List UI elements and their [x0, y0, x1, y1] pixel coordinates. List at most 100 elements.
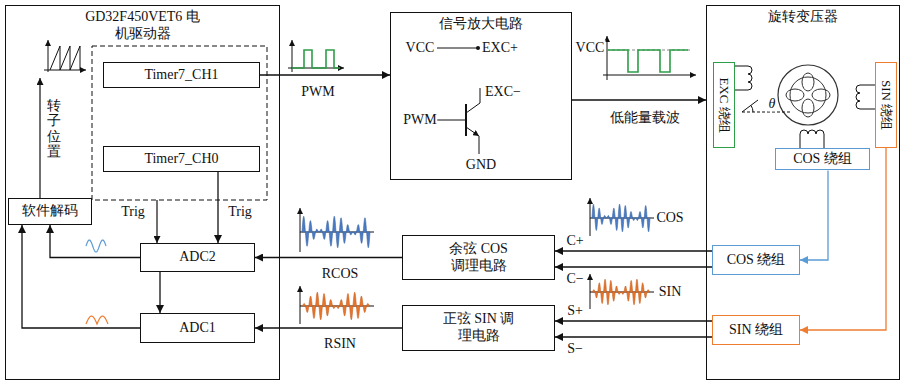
- signal-label: Trig: [226, 204, 254, 219]
- emitter-wire: [479, 136, 480, 154]
- pin-label: EXC+: [481, 40, 519, 55]
- winding-box: EXC 绕组: [713, 62, 735, 148]
- angle-line: [742, 100, 758, 112]
- circuit-name: 正弦 SIN 调理电路: [443, 311, 515, 345]
- pin-label: EXC−: [484, 84, 522, 99]
- axis-line: [48, 40, 49, 72]
- adc-box: ADC1: [140, 313, 255, 343]
- angle-arc: [751, 106, 753, 113]
- winding-box: SIN 绕组: [712, 315, 800, 345]
- signal-label: 低能量载波: [608, 110, 682, 125]
- signal-connector: [159, 272, 160, 313]
- transistor-emitter: [466, 127, 479, 136]
- conditioning-box: 余弦 COS 调理电路: [402, 235, 555, 280]
- signal-connector: [255, 327, 402, 328]
- resolver-panel: 旋转变压器 EXC 绕组 SIN 绕组 COS 绕组 COS 绕组 SIN 绕组: [706, 5, 900, 380]
- software-decoder-box: 软件解码: [8, 198, 92, 225]
- signal-connector: [555, 250, 712, 251]
- resolver-rotor: [790, 77, 826, 113]
- axis-line: [607, 36, 608, 80]
- winding-box: COS 绕组: [775, 148, 870, 171]
- panel-title: GD32F450VET6 电机驱动器: [83, 9, 203, 43]
- signal-label: SIN: [658, 284, 683, 299]
- sin-signal-wave: [592, 279, 650, 305]
- trig-line: [156, 200, 157, 243]
- timer-channel-box: Timer7_CH0: [103, 146, 260, 172]
- axis-line: [603, 75, 696, 76]
- rcos-signal-wave: [302, 216, 370, 248]
- signal-connector: [255, 257, 402, 258]
- exc-coil-lead: [735, 66, 748, 90]
- cos-coil: [800, 130, 824, 134]
- mcu-driver-panel: GD32F450VET6 电机驱动器Timer7_CH1Timer7_CH0软件…: [5, 5, 280, 380]
- conditioning-box: 正弦 SIN 调理电路: [402, 305, 555, 351]
- signal-connector: [217, 172, 218, 243]
- amplifier-panel: 信号放大电路: [390, 12, 572, 180]
- junction-dot: [476, 46, 480, 50]
- winding-name: EXC 绕组: [717, 77, 731, 132]
- rotor-lobe: [802, 73, 814, 91]
- signal-label: PWM: [299, 84, 336, 99]
- exc-coil: [748, 66, 752, 90]
- axis-line: [300, 286, 301, 324]
- adc-name: ADC2: [179, 249, 216, 266]
- sawtooth-wave: [50, 46, 80, 70]
- signal-connector: [555, 336, 712, 337]
- angle-reference-line: [742, 112, 790, 113]
- signal-label: C+: [564, 233, 585, 248]
- supply-label: VCC: [575, 40, 606, 55]
- angle-label: θ: [768, 96, 777, 111]
- winding-box: SIN 绕组: [875, 62, 897, 148]
- signal-label: C−: [564, 271, 585, 286]
- panel-title: 信号放大电路: [391, 16, 571, 33]
- carrier-pulse-wave: [607, 50, 688, 72]
- signal-connector: [555, 320, 712, 321]
- winding-name: COS 绕组: [727, 252, 786, 269]
- signal-connector: [800, 148, 886, 330]
- base-wire: [437, 120, 465, 121]
- pin-label: PWM: [402, 112, 437, 127]
- sin-coil-lead: [860, 85, 875, 109]
- cos-coil-lead: [800, 134, 824, 148]
- panel-title: 旋转变压器: [707, 9, 899, 26]
- winding-name: SIN 绕组: [729, 322, 783, 339]
- axis-line: [590, 198, 591, 236]
- transistor-collector: [466, 88, 480, 113]
- adc-name: ADC1: [179, 320, 216, 337]
- circuit-name: 余弦 COS 调理电路: [443, 241, 515, 275]
- signal-label: S−: [565, 341, 585, 356]
- transistor-base: [465, 104, 467, 136]
- signal-label: COS: [655, 210, 684, 225]
- decor-element: [40, 36, 875, 324]
- signal-label: S+: [565, 303, 585, 318]
- resolver-stator: [778, 65, 838, 125]
- signal-connector: [555, 266, 712, 267]
- rotor-lobe: [802, 99, 814, 117]
- sampled-sin-icon: [86, 316, 108, 324]
- signal-label: RCOS: [320, 266, 361, 281]
- winding-name: SIN 绕组: [879, 80, 893, 130]
- winding-name: COS 绕组: [793, 151, 852, 168]
- sampled-cos-icon: [86, 240, 106, 252]
- rotor-lobe: [812, 89, 830, 101]
- signal-connector: [800, 170, 828, 260]
- timer-group-dashed-box: [92, 46, 267, 200]
- rsin-signal-wave: [302, 292, 370, 320]
- vcc-wire: [437, 48, 478, 49]
- pin-label: VCC: [405, 40, 436, 55]
- rotor-position-arrow: [39, 78, 40, 198]
- decoder-name: 软件解码: [22, 203, 78, 220]
- winding-box: COS 绕组: [712, 245, 800, 275]
- cos-signal-wave: [592, 204, 650, 232]
- signal-connector: [50, 225, 140, 258]
- signal-connector: [572, 99, 706, 100]
- adc-box: ADC2: [140, 243, 255, 272]
- pwm-pulse-wave: [292, 50, 340, 68]
- rotor-position-label: 转子位置: [47, 98, 61, 160]
- sin-coil: [856, 85, 860, 109]
- signal-connector: [22, 225, 140, 328]
- timer-name: Timer7_CH0: [144, 151, 218, 168]
- rotor-lobe: [786, 89, 804, 101]
